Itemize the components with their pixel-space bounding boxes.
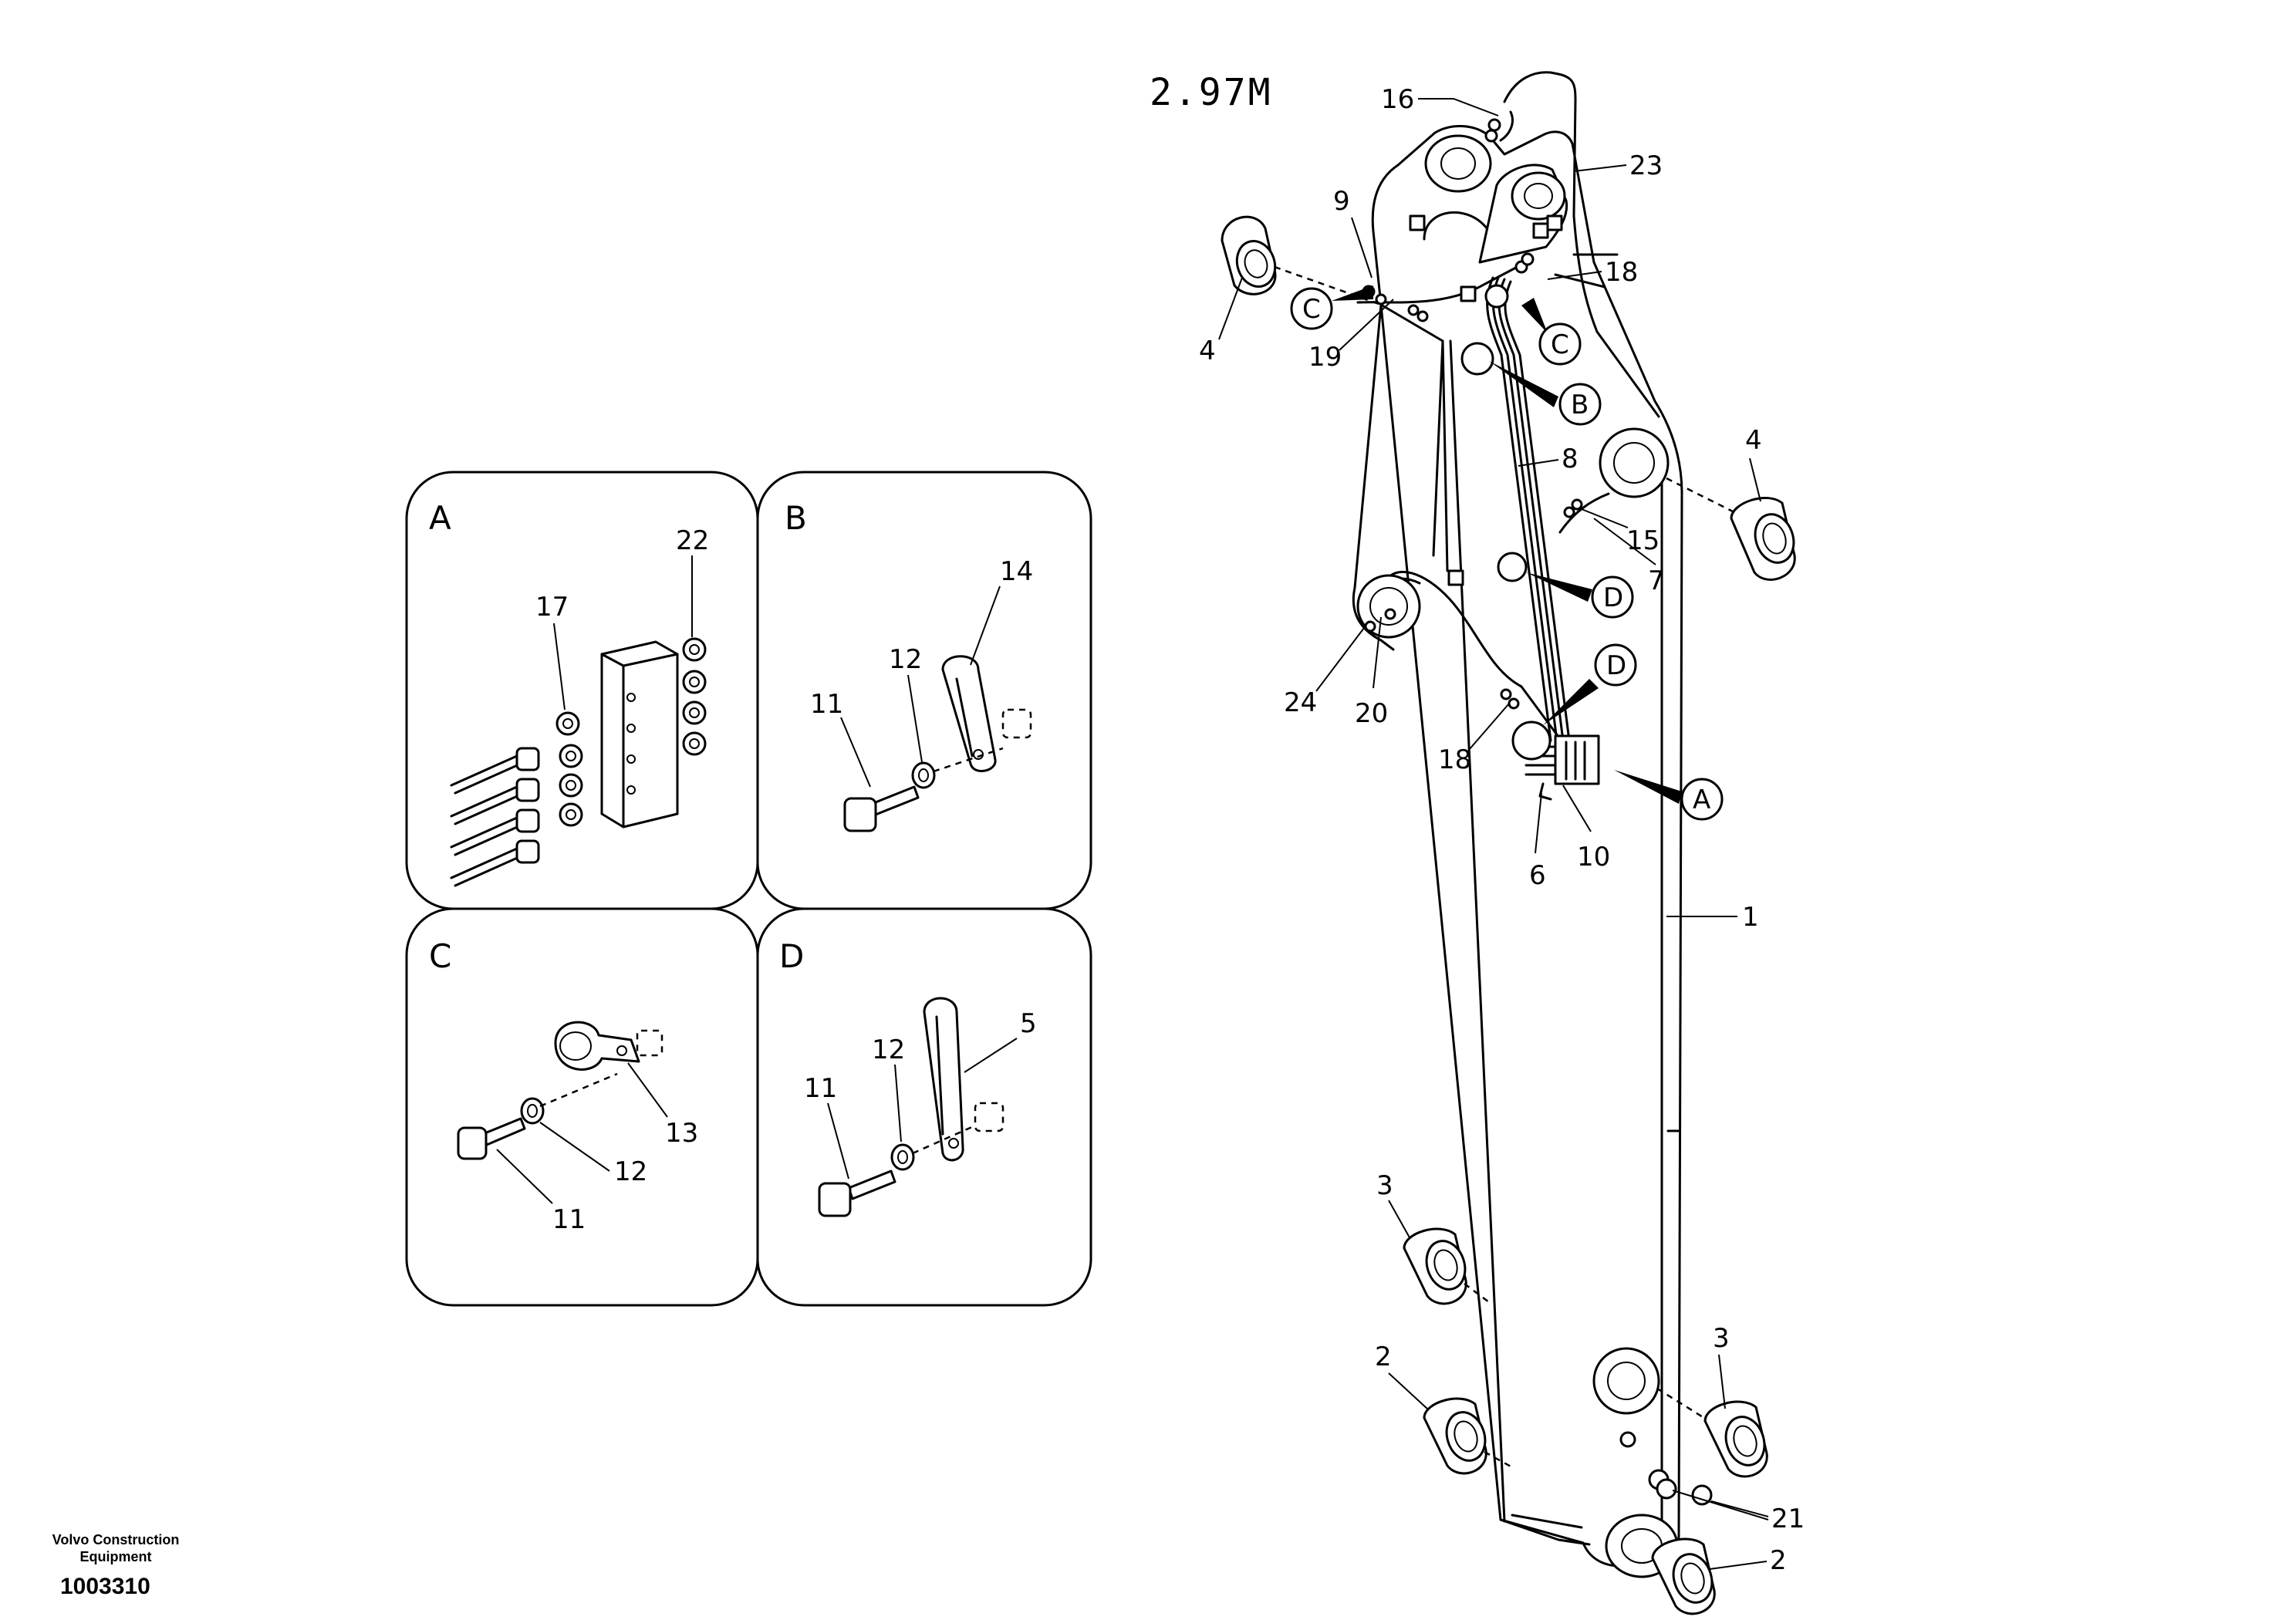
callout-6: 6 [1529,860,1546,891]
document-number: 1003310 [60,1574,150,1599]
callout-21: 21 [1771,1504,1805,1534]
panel-d-label: D [779,937,804,975]
bushings [1221,215,1796,1615]
callout-11: 11 [810,689,843,720]
ref-c-2: C [1551,329,1569,360]
callout-2-left: 2 [1375,1342,1392,1372]
callout-11-d: 11 [804,1073,837,1104]
detail-panel-c: C 13 12 11 [405,907,759,1307]
detail-panel-b: B 14 12 11 [756,471,1092,910]
callout-16: 16 [1381,84,1414,115]
callout-18-top: 18 [1605,257,1638,288]
callout-5: 5 [1020,1008,1037,1039]
company-line-2: Equipment [79,1549,152,1564]
ref-a: A [1693,785,1710,815]
callout-24: 24 [1284,687,1317,718]
boom-assembly [1352,71,1713,1578]
callout-18-mid: 18 [1438,744,1471,775]
ref-d-2: D [1606,650,1626,681]
main-callouts: 16 23 9 18 4 19 4 8 15 7 24 20 18 10 6 1… [1199,84,1805,1576]
callout-20: 20 [1355,698,1388,729]
callout-11-c: 11 [552,1204,586,1235]
callout-2-right: 2 [1770,1545,1787,1576]
callout-4-right: 4 [1745,425,1762,456]
callout-17: 17 [535,592,569,623]
callout-14: 14 [1000,556,1033,587]
callout-15: 15 [1626,525,1660,556]
leader-lines [1218,98,1769,1570]
callout-13: 13 [665,1118,698,1149]
detail-references: C C B D D A [1290,285,1724,821]
panel-b-label: B [785,499,807,537]
callout-1: 1 [1742,902,1759,933]
callout-7: 7 [1648,565,1665,596]
callout-9: 9 [1333,186,1350,217]
callout-3-left: 3 [1376,1170,1393,1201]
detail-panel-d: D 5 12 11 [756,907,1092,1307]
callout-12: 12 [889,644,922,675]
callout-19: 19 [1308,342,1342,373]
callout-12-d: 12 [872,1034,905,1065]
panel-a-label: A [429,499,451,537]
callout-23: 23 [1629,150,1663,181]
diagram-title: 2.97M [1150,71,1273,114]
ref-b: B [1571,390,1589,420]
company-line-1: Volvo Construction [52,1532,180,1547]
ref-c-1: C [1302,294,1321,325]
callout-10: 10 [1577,842,1610,872]
callout-4-left: 4 [1199,336,1216,366]
callout-8: 8 [1562,444,1578,474]
callout-22: 22 [676,525,709,556]
detail-panel-a: A [405,471,759,910]
callout-3-right: 3 [1713,1323,1730,1354]
ref-d-1: D [1603,582,1623,613]
panel-c-label: C [429,937,451,975]
company-name: Volvo Construction Equipment [31,1531,201,1565]
callout-12-c: 12 [614,1156,647,1187]
